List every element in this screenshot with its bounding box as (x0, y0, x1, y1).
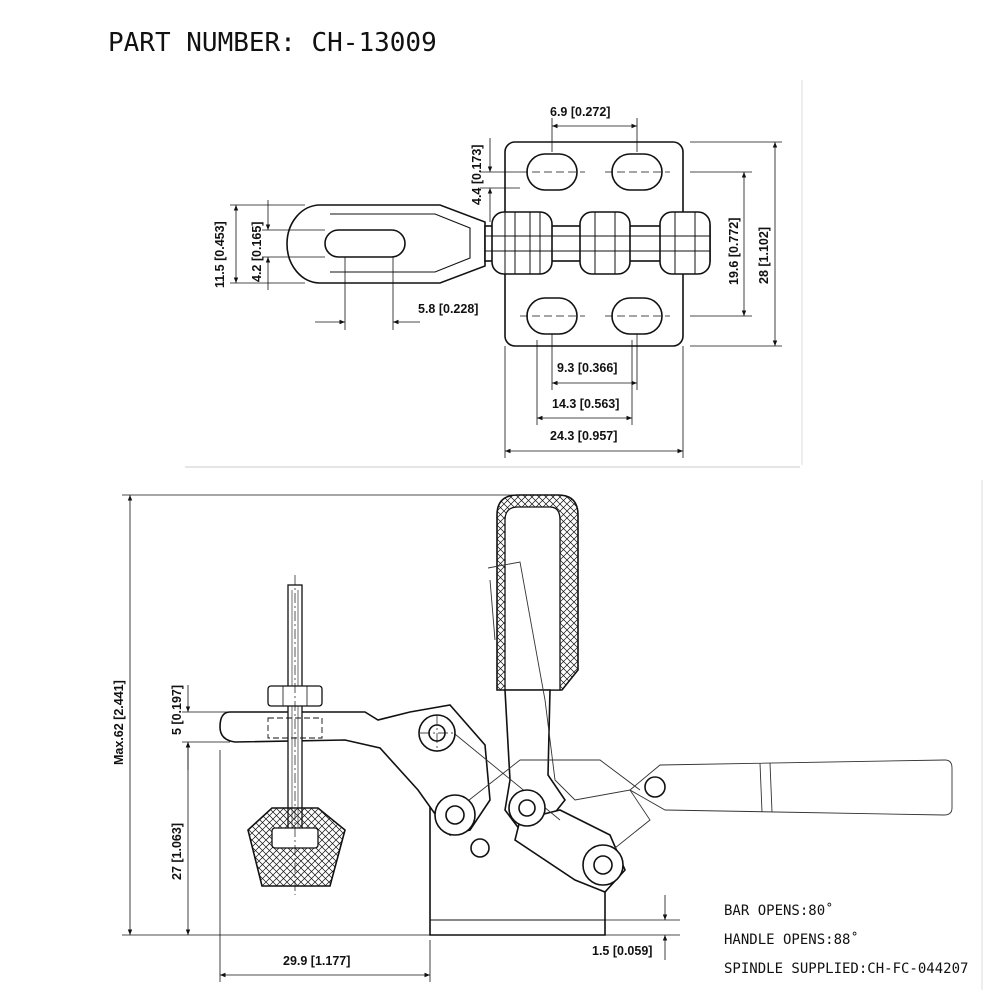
dim-arm-thickness-in: 5 [0.197] (170, 685, 184, 735)
side-view (219, 494, 953, 936)
top-view-dimensions (230, 118, 782, 458)
part-number-title: PART NUMBER: CH-13009 (108, 28, 437, 58)
dim-max-height: Max.62 [2.441] (112, 680, 126, 765)
dim-base-width: 24.3 [0.957] (550, 429, 617, 443)
side-view-dimension-labels: Max.62 [2.441] 5 [0.197] 27 [1.063] 29.9… (112, 680, 652, 968)
note-handle-opens: HANDLE OPENS:88˚ (724, 932, 859, 948)
base-block (429, 712, 606, 936)
side-view-centerlines (294, 575, 455, 895)
top-view-dimension-labels: 6.9 [0.272] 4.4 [0.173] 11.5 [0.453] 4.2… (213, 105, 771, 443)
dim-base-length: 29.9 [1.177] (283, 954, 350, 968)
pin-details (485, 212, 710, 274)
dim-base-offset: 1.5 [0.059] (592, 944, 652, 958)
clamp-arm (286, 204, 486, 284)
note-bar-opens: BAR OPENS:80˚ (724, 903, 834, 919)
dim-slot-offset: 4.4 [0.173] (470, 145, 484, 205)
dim-base-height: 28 [1.102] (757, 227, 771, 284)
dim-arm-height: 27 [1.063] (170, 823, 184, 880)
open-position-phantom (449, 561, 953, 861)
dim-hole-pitch: 9.3 [0.366] (557, 361, 617, 375)
note-spindle-supplied: SPINDLE SUPPLIED:CH-FC-044207 (724, 961, 969, 977)
dim-arm-slot-width: 4.2 [0.165] (250, 222, 264, 282)
dim-arm-slot-offset: 5.8 [0.228] (418, 302, 478, 316)
dim-hole-span-v: 19.6 [0.772] (727, 218, 741, 285)
side-view-dimensions (122, 494, 680, 982)
dim-slot-pitch: 6.9 [0.272] (550, 105, 610, 119)
pivot-pins (491, 211, 711, 275)
dim-hole-span-h: 14.3 [0.563] (552, 397, 619, 411)
dim-arm-width: 11.5 [0.453] (213, 221, 227, 288)
arm-slot (324, 229, 406, 258)
top-view (286, 141, 711, 347)
